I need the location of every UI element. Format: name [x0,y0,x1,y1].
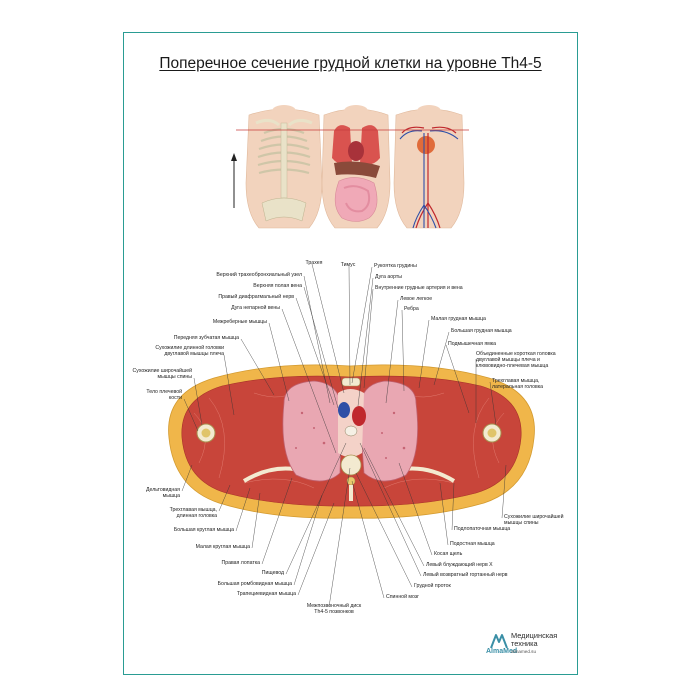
label-deltoid-2: мышца [163,493,180,499]
label-deltoid-1: Дельтовидная [146,487,180,493]
torso-skeleton-figure [245,105,323,229]
label-rhomboid-major: Большая ромбовидная мышца [218,581,292,587]
poster: Поперечное сечение грудной клетки на уро… [123,32,578,675]
label-biceps-short-coracobrachialis-2: двуглавой мышцы плеча и [476,356,540,363]
label-triceps-lateral-1: Трехглавая мышца, [492,378,539,384]
label-trapezius: Трапециевидная мышца [237,591,296,597]
brand-line-1: Медицинская [511,631,558,640]
label-humerus-body-2: кости [169,395,182,401]
label-intervertebral-disc-1: Межпозвоночный диск [307,602,362,609]
label-pectoralis-major: Большая грудная мышца [451,328,512,334]
label-latissimus-tendon-right-1: Сухожилие широчайшей [504,513,564,520]
brand-line-2: техника [511,639,538,648]
brand-name: AlmaMed [486,648,518,655]
label-superior-vena-cava: Верхняя полая вена [253,283,302,289]
label-intercostal-muscles: Межреберные мышцы [213,319,267,325]
torso-organs-figure [321,105,391,229]
label-ribs: Ребра [404,306,419,312]
cross-section [168,364,535,519]
label-aortic-arch: Дуга аорты [375,274,402,280]
label-latissimus-tendon-right-2: мышцы спины [504,520,539,526]
label-spinal-cord: Спинной мозг [386,593,419,600]
label-infraspinatus: Подостная мышца [450,541,495,547]
label-biceps-long-tendon-2: двуглавой мышцы плеча [164,350,224,357]
right-labels: Рукоятка грудины Дуга аорты Внутренние г… [374,263,564,600]
brand-block: AlmaMed Медицинская техника almamed.su [486,631,579,661]
label-subscapularis: Подлопаточная мышца [454,526,510,532]
label-internal-thoracic-vessels: Внутренние грудные артерия и вена [375,285,463,291]
label-triceps-long-1: Трехглавая мышца, [170,507,217,513]
label-right-scapula: Правая лопатка [221,560,260,566]
label-axillary-fossa: Подмышечная ямка [448,341,496,347]
label-left-vagus-nerve: Левый блуждающий нерв X [426,561,493,568]
label-oblique-fissure: Косая щель [434,551,463,557]
leader-lines [181,263,507,608]
label-biceps-short-coracobrachialis-3: клювовидно-плечевая мышца [476,363,548,369]
torso-vessels-figure [393,105,465,229]
level-arrow [231,153,237,208]
label-biceps-short-coracobrachialis-1: Объединенные короткая головка [476,351,556,357]
label-intervertebral-disc-2: Th4-5 позвонков [314,609,354,615]
label-latissimus-tendon-left-1: Сухожилие широчайшей [133,367,193,374]
label-trachea: Трахея [306,260,323,266]
label-upper-tracheobronchial-node: Верхний трахеобронхиальный узел [216,271,302,278]
label-azygos-arch: Дуга непарной вены [231,304,280,311]
label-right-phrenic-nerve: Правый диафрагмальный нерв [218,293,294,300]
label-left-recurrent-laryngeal-nerve: Левый возвратный гортанный нерв [423,571,508,578]
brand-url: almamed.su [511,649,537,654]
anatomy-illustration: Верхний трахеобронхиальный узел Верхняя … [133,105,564,615]
label-serratus-anterior: Передняя зубчатая мышца [174,335,239,341]
label-thoracic-duct: Грудной проток [414,582,452,589]
left-labels: Верхний трахеобронхиальный узел Верхняя … [133,271,362,615]
top-labels: Трахея Тимус [306,260,356,268]
label-latissimus-tendon-left-2: мышцы спины [158,374,193,380]
label-manubrium: Рукоятка грудины [374,263,417,269]
label-teres-minor: Малая круглая мышца [196,544,250,550]
label-pectoralis-minor: Малая грудная мышца [431,316,486,322]
label-esophagus: Пищевод [262,570,284,576]
almamed-logo-icon [490,634,508,649]
label-biceps-long-tendon-1: Сухожилие длинной головки [155,344,224,351]
label-humerus-body-1: Тело плечевой [146,388,182,395]
label-triceps-long-2: длинная головка [177,513,217,519]
page-title: Поперечное сечение грудной клетки на уро… [159,55,542,72]
label-left-lung: Левое легкое [400,296,432,302]
label-thymus: Тимус [341,262,356,268]
label-teres-major: Большая круглая мышца [174,527,234,533]
label-triceps-lateral-2: латеральная головка [492,384,543,390]
